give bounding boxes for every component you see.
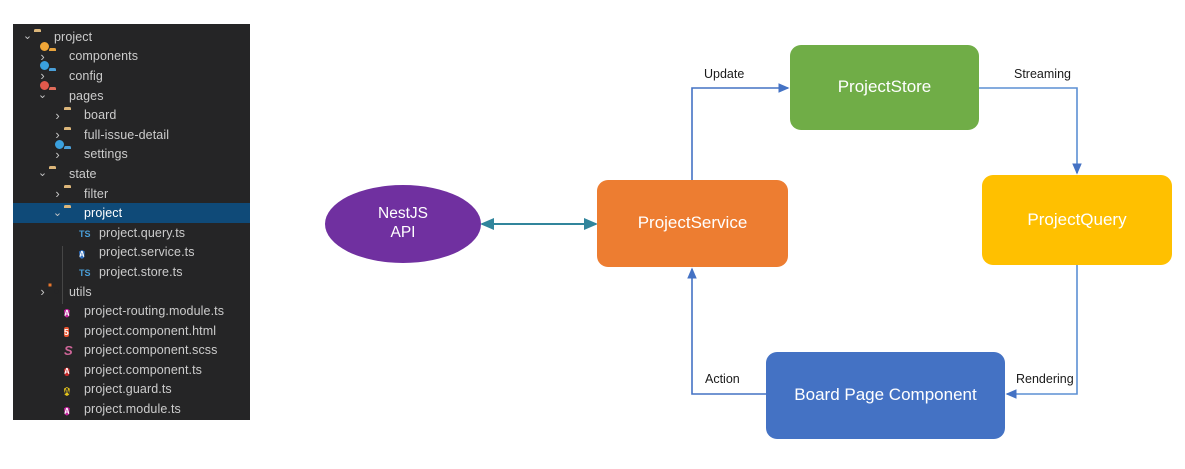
tree-row-label: project (54, 29, 93, 44)
project-store-label: ProjectStore (837, 77, 932, 97)
chevron-down-icon[interactable]: ⌄ (37, 89, 48, 102)
tree-row-label: filter (84, 186, 109, 201)
file-explorer-panel[interactable]: ⌄ project › components › config ⌄ pages › board › f… (13, 24, 250, 420)
chevron-right-icon[interactable]: › (40, 68, 45, 84)
tree-row-label: full-issue-detail (84, 127, 170, 142)
project-query-label: ProjectQuery (1027, 209, 1127, 229)
tree-row[interactable]: › board (13, 105, 250, 125)
angular-guard-file-icon: A (64, 386, 70, 396)
edge-rendering (1005, 265, 1078, 399)
tree-row-label: project.component.ts (84, 362, 203, 377)
edge-streaming (979, 87, 1082, 175)
edge-update (691, 83, 790, 180)
edge-label-streaming: Streaming (1012, 67, 1073, 81)
nestjs-api-line2: API (390, 224, 416, 241)
tree-row[interactable]: ⌄ pages (13, 80, 250, 106)
folder-components-icon (39, 40, 64, 64)
nestjs-api-line1: NestJS (378, 205, 428, 223)
tree-row[interactable]: ⌄ project (13, 203, 250, 223)
tree-row-label: pages (69, 88, 104, 103)
tree-row-label: project.query.ts (99, 225, 186, 240)
folder-config-icon (39, 60, 64, 83)
chevron-right-icon[interactable]: › (55, 107, 60, 123)
angular-module-file-icon: A (64, 406, 70, 416)
indent-guide (62, 246, 63, 304)
edge-action (687, 267, 766, 395)
chevron-right-icon[interactable]: › (40, 284, 45, 300)
node-project-query[interactable]: ProjectQuery (982, 175, 1172, 265)
tree-row-label: settings (84, 147, 128, 162)
node-project-service[interactable]: ProjectService (597, 180, 788, 267)
chevron-right-icon[interactable]: › (55, 127, 60, 143)
angular-component-file-icon: A (64, 367, 70, 377)
chevron-down-icon[interactable]: ⌄ (52, 206, 63, 219)
node-project-store[interactable]: ProjectStore (790, 45, 979, 130)
project-service-label: ProjectService (637, 213, 748, 233)
tree-row-label: project.store.ts (99, 264, 183, 279)
edge-label-update: Update (702, 67, 747, 81)
tree-row-label: project-routing.module.ts (84, 304, 225, 319)
edge-label-action: Action (703, 372, 742, 386)
typescript-file-icon: TS (79, 229, 91, 240)
chevron-down-icon[interactable]: ⌄ (37, 167, 48, 180)
tree-row-label: board (84, 108, 117, 123)
tree-row-label: state (69, 166, 97, 181)
angular-service-file-icon: A (79, 249, 85, 259)
tree-row[interactable]: ⌄ state (13, 164, 250, 184)
tree-row-label: project.component.html (84, 323, 217, 338)
chevron-right-icon[interactable]: › (55, 186, 60, 202)
tree-row[interactable]: › full-issue-detail (13, 125, 250, 145)
tree-row[interactable]: › config (13, 60, 250, 86)
typescript-file-icon: TS (79, 268, 91, 279)
folder-pages-icon (39, 80, 64, 103)
tree-row-label: project (84, 206, 123, 221)
chevron-down-icon[interactable]: ⌄ (22, 30, 33, 43)
edge-label-rendering: Rendering (1014, 372, 1076, 386)
tree-row-label: utils (69, 284, 92, 299)
tree-row[interactable]: › filter (13, 184, 250, 204)
tree-row-label: project.component.scss (84, 343, 218, 358)
scss-file-icon: S (64, 342, 73, 358)
folder-config-icon (54, 138, 79, 162)
node-board-page-component[interactable]: Board Page Component (766, 352, 1005, 439)
board-page-component-label: Board Page Component (794, 385, 977, 405)
tree-row-label: project.service.ts (99, 245, 195, 260)
tree-row-label: project.module.ts (84, 402, 181, 417)
chevron-right-icon[interactable]: › (40, 48, 45, 64)
chevron-right-icon[interactable]: › (55, 146, 60, 162)
tree-row[interactable]: › utils (13, 282, 250, 302)
tree-row-label: components (69, 49, 139, 64)
tree-row[interactable]: › components (13, 40, 250, 67)
tree-row-label: project.guard.ts (84, 382, 172, 397)
tree-row-label: config (69, 68, 103, 83)
html-file-icon: 5 (64, 327, 69, 338)
node-nestjs-api[interactable]: NestJS API (325, 185, 481, 263)
tree-row[interactable]: ⌄ project (13, 27, 250, 47)
angular-routing-file-icon: A (64, 308, 70, 318)
tree-row[interactable]: › settings (13, 138, 250, 165)
